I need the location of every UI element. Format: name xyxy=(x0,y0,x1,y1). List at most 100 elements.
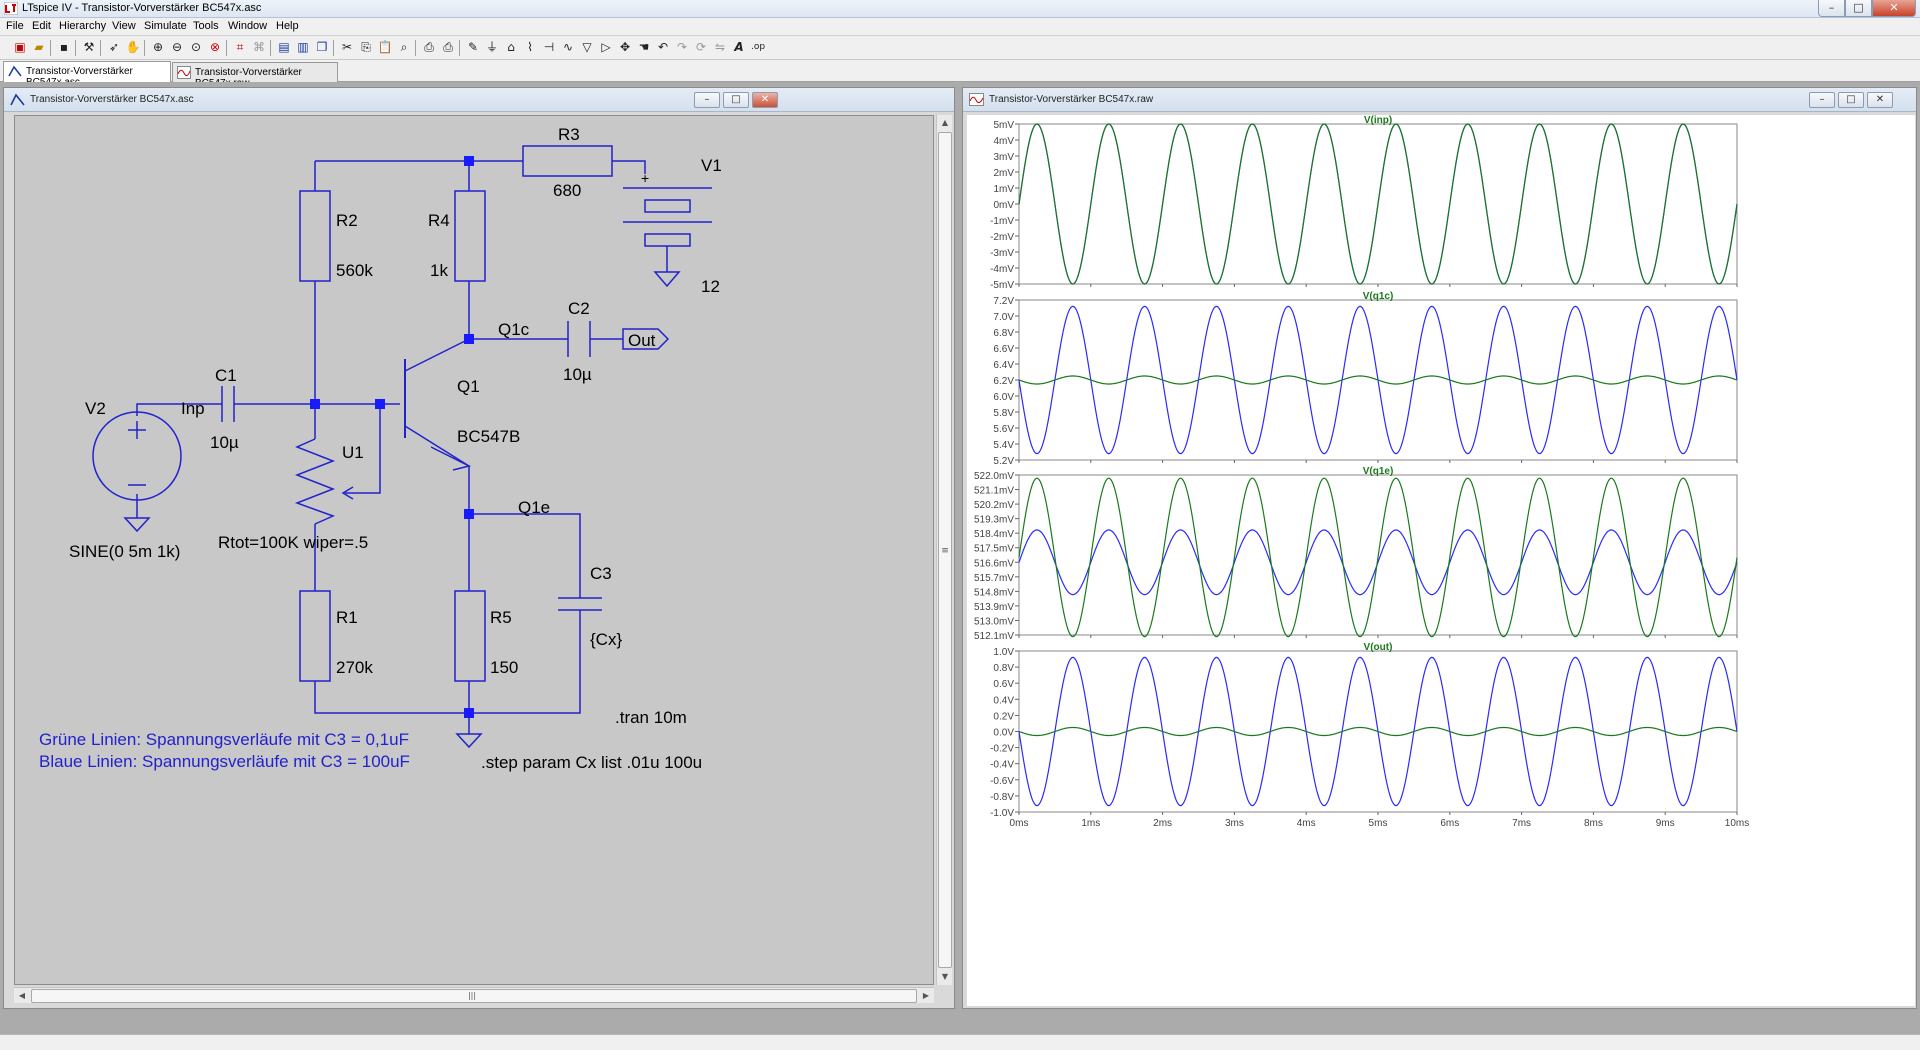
zoom-in-icon[interactable]: ⊕ xyxy=(152,40,164,54)
menu-help[interactable]: Help xyxy=(276,20,299,32)
schematic-window-titlebar[interactable]: Transistor-Vorverstärker BC547x.asc – □ … xyxy=(4,88,954,112)
zoom-cancel-icon[interactable]: ⊗ xyxy=(209,40,221,54)
c3-plates[interactable] xyxy=(558,597,602,611)
v2-body[interactable] xyxy=(92,411,182,501)
waveform-icon xyxy=(969,93,984,106)
capacitor-icon[interactable]: ⊣ xyxy=(543,40,555,54)
y-tick-label: 6.8V xyxy=(993,328,1014,339)
r3-body[interactable] xyxy=(522,145,613,177)
v1-plate2[interactable] xyxy=(644,199,691,213)
tab-waveform[interactable]: Transistor-Vorverstärker BC547x.raw xyxy=(172,62,338,89)
print-icon[interactable]: ⎙ xyxy=(443,40,453,54)
menu-simulate[interactable]: Simulate xyxy=(144,20,187,32)
v1-plus: + xyxy=(641,170,649,186)
spice-directive-icon[interactable]: .op xyxy=(750,42,766,52)
r2-body[interactable] xyxy=(299,190,331,282)
zoom-fit-icon[interactable]: ⊙ xyxy=(190,40,202,54)
move-icon[interactable]: ✥ xyxy=(619,40,631,54)
diode-icon[interactable]: ▽ xyxy=(582,40,592,54)
mirror-icon[interactable]: ⇋ xyxy=(714,40,726,54)
resistor-icon[interactable]: ⌇ xyxy=(527,40,533,54)
wire-icon[interactable]: ✎ xyxy=(467,40,479,54)
v1-plate4[interactable] xyxy=(644,233,691,247)
scroll-up-icon[interactable]: ▲ xyxy=(941,118,949,127)
undo-icon[interactable]: ↶ xyxy=(657,40,669,54)
y-tick-label: 520.2mV xyxy=(974,500,1014,511)
rotate-icon[interactable]: ⟳ xyxy=(695,40,707,54)
halt-icon[interactable]: ✋ xyxy=(125,40,141,54)
find-icon[interactable]: ⌕ xyxy=(400,40,408,54)
component-icon[interactable]: ▷ xyxy=(601,40,611,54)
schematic-horizontal-scrollbar[interactable]: ◀ ||| ▶ xyxy=(14,987,934,1003)
r1-body[interactable] xyxy=(299,590,331,682)
menu-tools[interactable]: Tools xyxy=(193,20,219,32)
waveform-window-titlebar[interactable]: Transistor-Vorverstärker BC547x.raw – □ … xyxy=(963,88,1916,112)
scroll-left-icon[interactable]: ◀ xyxy=(18,991,26,1000)
ground-icon[interactable]: ⏚ xyxy=(485,40,498,54)
schematic-window: Transistor-Vorverstärker BC547x.asc – □ … xyxy=(3,87,955,1009)
waveform-maximize-button[interactable]: □ xyxy=(1838,92,1864,108)
copy-icon[interactable]: ⎘ xyxy=(361,40,371,54)
run-icon[interactable]: ➶ xyxy=(108,40,120,54)
menu-view[interactable]: View xyxy=(112,20,136,32)
y-tick-label: 6.4V xyxy=(993,360,1014,371)
vertical-scroll-thumb[interactable] xyxy=(938,132,952,968)
r4-body[interactable] xyxy=(454,190,486,282)
zoom-out-icon[interactable]: ⊖ xyxy=(171,40,183,54)
save-icon[interactable]: ▪ xyxy=(59,40,69,54)
maximize-button[interactable]: □ xyxy=(1845,0,1872,17)
schematic-canvas[interactable]: R3 680 V1 + 12 R2 560k R4 1k C2 10µ Q1c … xyxy=(14,115,934,985)
new-schematic-icon[interactable]: ▣ xyxy=(14,40,26,54)
y-tick-label: 0mV xyxy=(993,200,1014,211)
label-net-icon[interactable]: ⌂ xyxy=(507,40,515,54)
waveform-icon[interactable]: ⌘ xyxy=(253,40,265,54)
waveform-close-button[interactable]: ✕ xyxy=(1867,92,1893,108)
waveform-minimize-button[interactable]: – xyxy=(1809,92,1835,108)
print-preview-icon[interactable]: ⎙ xyxy=(424,40,434,54)
schematic-close-button[interactable]: ✕ xyxy=(752,92,778,108)
horizontal-scroll-thumb[interactable] xyxy=(31,989,917,1003)
close-button[interactable]: ✕ xyxy=(1872,0,1916,17)
tile-horizontal-icon[interactable]: ▥ xyxy=(297,40,309,54)
text-icon[interactable]: A xyxy=(734,40,744,54)
schematic-minimize-button[interactable]: – xyxy=(694,92,720,108)
tab-schematic[interactable]: Transistor-Vorverstärker BC547x.asc xyxy=(3,61,171,88)
schematic-window-title: Transistor-Vorverstärker BC547x.asc xyxy=(30,94,194,105)
cascade-icon[interactable]: ❐ xyxy=(316,40,328,54)
mdi-workspace: Transistor-Vorverstärker BC547x.asc – □ … xyxy=(0,82,1920,1034)
menu-file[interactable]: File xyxy=(6,20,24,32)
step-directive[interactable]: .step param Cx list .01u 100u xyxy=(481,753,702,772)
wire-r1-bottom xyxy=(314,681,469,714)
junction-base-left xyxy=(310,399,320,409)
minimize-button[interactable]: – xyxy=(1818,0,1845,17)
paste-icon[interactable]: 📋 xyxy=(377,40,393,54)
y-tick-label: 5mV xyxy=(993,120,1014,131)
scroll-down-icon[interactable]: ▼ xyxy=(941,972,949,981)
schematic-icon xyxy=(10,93,25,106)
c2-plates[interactable] xyxy=(567,321,591,357)
y-tick-label: 4mV xyxy=(993,136,1014,147)
cut-icon[interactable]: ✂ xyxy=(341,40,353,54)
r5-body[interactable] xyxy=(454,590,486,682)
y-tick-label: -1mV xyxy=(990,216,1014,227)
menu-window[interactable]: Window xyxy=(228,20,268,32)
tran-directive[interactable]: .tran 10m xyxy=(615,708,687,727)
inp-net: Inp xyxy=(181,399,205,418)
drag-icon[interactable]: ☚ xyxy=(638,40,650,54)
autorange-icon[interactable]: ⌗ xyxy=(236,40,244,54)
c1-plates[interactable] xyxy=(221,386,235,422)
tile-vertical-icon[interactable]: ▤ xyxy=(278,40,290,54)
scroll-right-icon[interactable]: ▶ xyxy=(922,991,930,1000)
schematic-vertical-scrollbar[interactable]: ▲ ≡ ▼ xyxy=(936,115,952,985)
menu-edit[interactable]: Edit xyxy=(32,20,51,32)
v1-name: V1 xyxy=(701,156,722,175)
control-panel-icon[interactable]: ⚒ xyxy=(83,40,95,54)
redo-icon[interactable]: ↷ xyxy=(676,40,688,54)
out-port[interactable] xyxy=(622,328,670,350)
menu-hierarchy[interactable]: Hierarchy xyxy=(59,20,107,32)
inductor-icon[interactable]: ∿ xyxy=(562,40,574,54)
note-blue: Blaue Linien: Spannungsverläufe mit C3 =… xyxy=(39,752,410,771)
schematic-maximize-button[interactable]: □ xyxy=(723,92,749,108)
open-icon[interactable]: ▰ xyxy=(34,40,44,54)
